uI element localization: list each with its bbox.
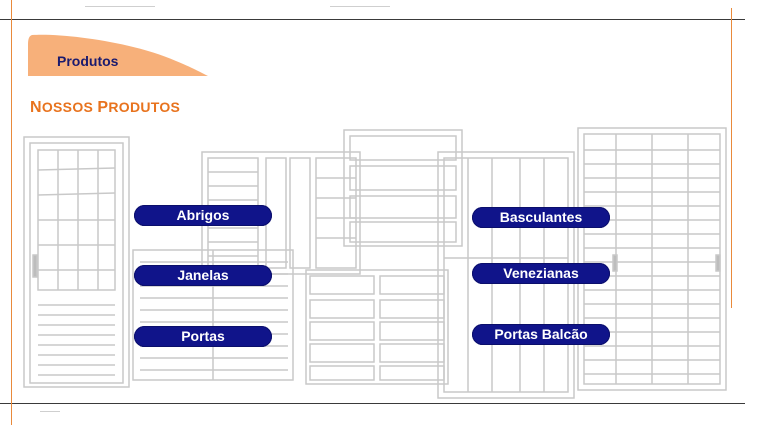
section-title-word: RODUTOS (108, 99, 181, 115)
door-illustration (23, 136, 130, 388)
products-header-tab: Produtos (26, 33, 210, 77)
section-title-initial: N (30, 99, 42, 116)
janelas-button[interactable]: Janelas (134, 265, 272, 286)
portas-balcao-button[interactable]: Portas Balcão (472, 324, 610, 345)
basculantes-button[interactable]: Basculantes (472, 207, 610, 228)
abrigos-button[interactable]: Abrigos (134, 205, 272, 226)
section-title: NOSSOS PRODUTOS (30, 99, 180, 117)
top-tick (330, 6, 390, 7)
top-rule (0, 19, 745, 20)
bottom-tick (40, 411, 60, 412)
portas-button[interactable]: Portas (134, 326, 272, 347)
top-tick (85, 6, 155, 7)
right-orange-line (731, 8, 732, 308)
section-title-word: OSSOS (41, 99, 94, 115)
venezianas-button[interactable]: Venezianas (472, 263, 610, 284)
sliding-window-illustration (305, 269, 449, 385)
section-title-initial: P (97, 99, 109, 116)
basculante-window-illustration (343, 129, 463, 247)
left-orange-line (11, 0, 12, 425)
shutter-door-illustration (577, 127, 727, 391)
header-tab-label: Produtos (57, 53, 119, 69)
bottom-rule (0, 403, 745, 404)
